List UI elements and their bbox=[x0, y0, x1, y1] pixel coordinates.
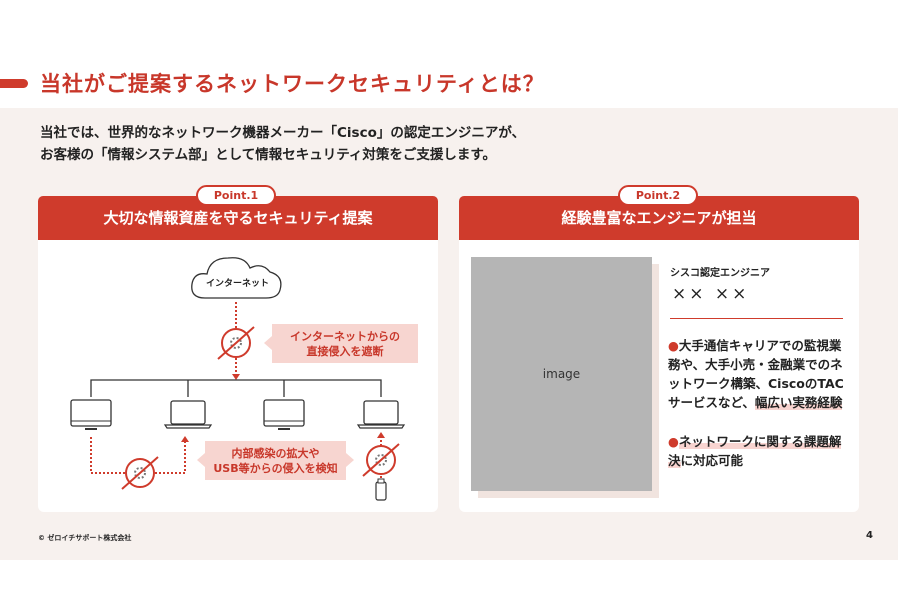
bullet-dot: ● bbox=[668, 338, 679, 353]
intro-text: 当社では、世界的なネットワーク機器メーカー「Cisco」の認定エンジニアが、 お… bbox=[40, 122, 525, 166]
page-title: 当社がご提案するネットワークセキュリティとは？ bbox=[40, 72, 545, 96]
point2-badge: Point.2 bbox=[618, 185, 698, 206]
engineer-photo-placeholder: image bbox=[471, 257, 652, 491]
usb-icon bbox=[375, 478, 387, 501]
callout-line: USB等からの侵入を検知 bbox=[213, 461, 338, 475]
callout-line: 内部感染の拡大や bbox=[231, 446, 320, 460]
laptop-icon bbox=[164, 400, 212, 429]
callout-line: 直接侵入を遮断 bbox=[306, 344, 384, 358]
internal-spread-link bbox=[90, 437, 186, 474]
bullet-text: に対応可能 bbox=[680, 453, 744, 468]
bullet-1: ●大手通信キャリアでの監視業務や、大手小売・金融業でのネットワーク構築、Cisc… bbox=[668, 336, 848, 412]
blocked-virus-icon bbox=[121, 456, 159, 490]
image-label: image bbox=[542, 367, 581, 381]
blocked-virus-icon bbox=[362, 443, 400, 477]
intro-line-2: お客様の「情報システム部」として情報セキュリティ対策をご支援します。 bbox=[40, 147, 497, 163]
cloud-icon bbox=[191, 257, 282, 299]
cloud-label: インターネット bbox=[205, 279, 269, 289]
bullet-text: 大手通信キャリアでの監視業務や、大手小売・金融業でのネットワーク構築、Cisco… bbox=[668, 338, 844, 410]
page-number: 4 bbox=[866, 530, 873, 541]
callout-line: インターネットからの bbox=[290, 329, 400, 343]
bullet-2: ●ネットワークに関する課題解決に対応可能 bbox=[668, 432, 848, 470]
engineer-role: シスコ認定エンジニア bbox=[670, 268, 770, 279]
intro-line-1: 当社では、世界的なネットワーク機器メーカー「Cisco」の認定エンジニアが、 bbox=[40, 125, 526, 141]
title-accent-bar bbox=[0, 79, 28, 88]
copyright: © ゼロイチサポート株式会社 bbox=[38, 534, 132, 542]
blocked-virus-icon bbox=[217, 326, 255, 360]
engineer-name: ×× ×× bbox=[672, 284, 750, 304]
bullet-dot: ● bbox=[668, 434, 679, 449]
desktop-icon bbox=[263, 399, 305, 431]
desktop-icon bbox=[70, 399, 112, 431]
callout-internet-block: インターネットからの 直接侵入を遮断 bbox=[272, 324, 418, 363]
laptop-icon bbox=[357, 400, 405, 429]
callout-internal-detect: 内部感染の拡大や USB等からの侵入を検知 bbox=[205, 441, 346, 480]
lan-lines bbox=[90, 379, 382, 397]
divider bbox=[670, 318, 843, 319]
bullet-highlight: 幅広い実務経験 bbox=[754, 395, 843, 410]
point1-badge: Point.1 bbox=[196, 185, 276, 206]
